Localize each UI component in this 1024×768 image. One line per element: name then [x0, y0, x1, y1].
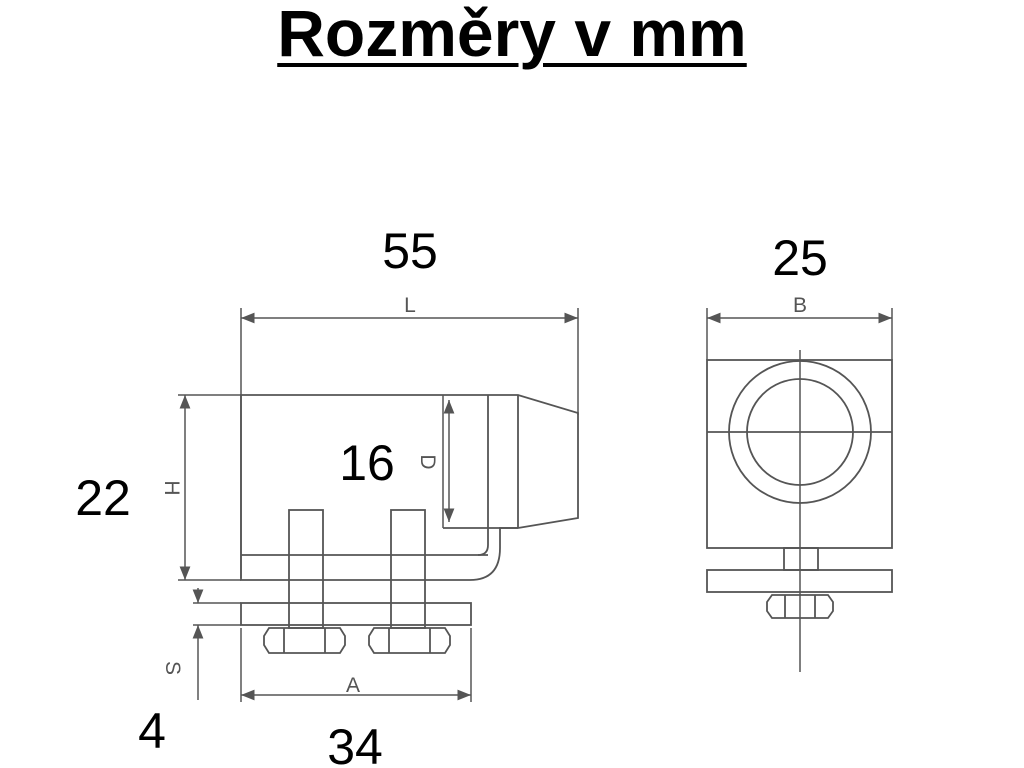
- front-plate: [706, 569, 893, 593]
- value-width: 25: [772, 230, 828, 286]
- front-bolt: [783, 547, 819, 571]
- value-base: 34: [327, 719, 383, 768]
- label-h: H: [160, 480, 183, 495]
- nut-left: [263, 627, 346, 654]
- value-height: 22: [75, 470, 131, 526]
- label-a: A: [346, 674, 360, 697]
- front-nut: [766, 594, 834, 619]
- title-text: Rozměry v mm: [277, 0, 747, 70]
- label-l: L: [404, 294, 416, 317]
- nut-right: [368, 627, 451, 654]
- base-plate: [240, 602, 472, 626]
- value-diameter: 16: [339, 435, 395, 491]
- label-b: B: [793, 294, 807, 317]
- bolt-left: [288, 509, 324, 629]
- label-d: D: [416, 454, 439, 469]
- value-length: 55: [382, 223, 438, 279]
- value-thickness: 4: [138, 703, 166, 759]
- bolt-right: [390, 509, 426, 629]
- page-title: Rozměry v mm: [0, 0, 1024, 80]
- clamp-body: [240, 394, 579, 581]
- label-s: S: [161, 661, 184, 675]
- side-view: [178, 308, 579, 702]
- front-view: [706, 308, 893, 672]
